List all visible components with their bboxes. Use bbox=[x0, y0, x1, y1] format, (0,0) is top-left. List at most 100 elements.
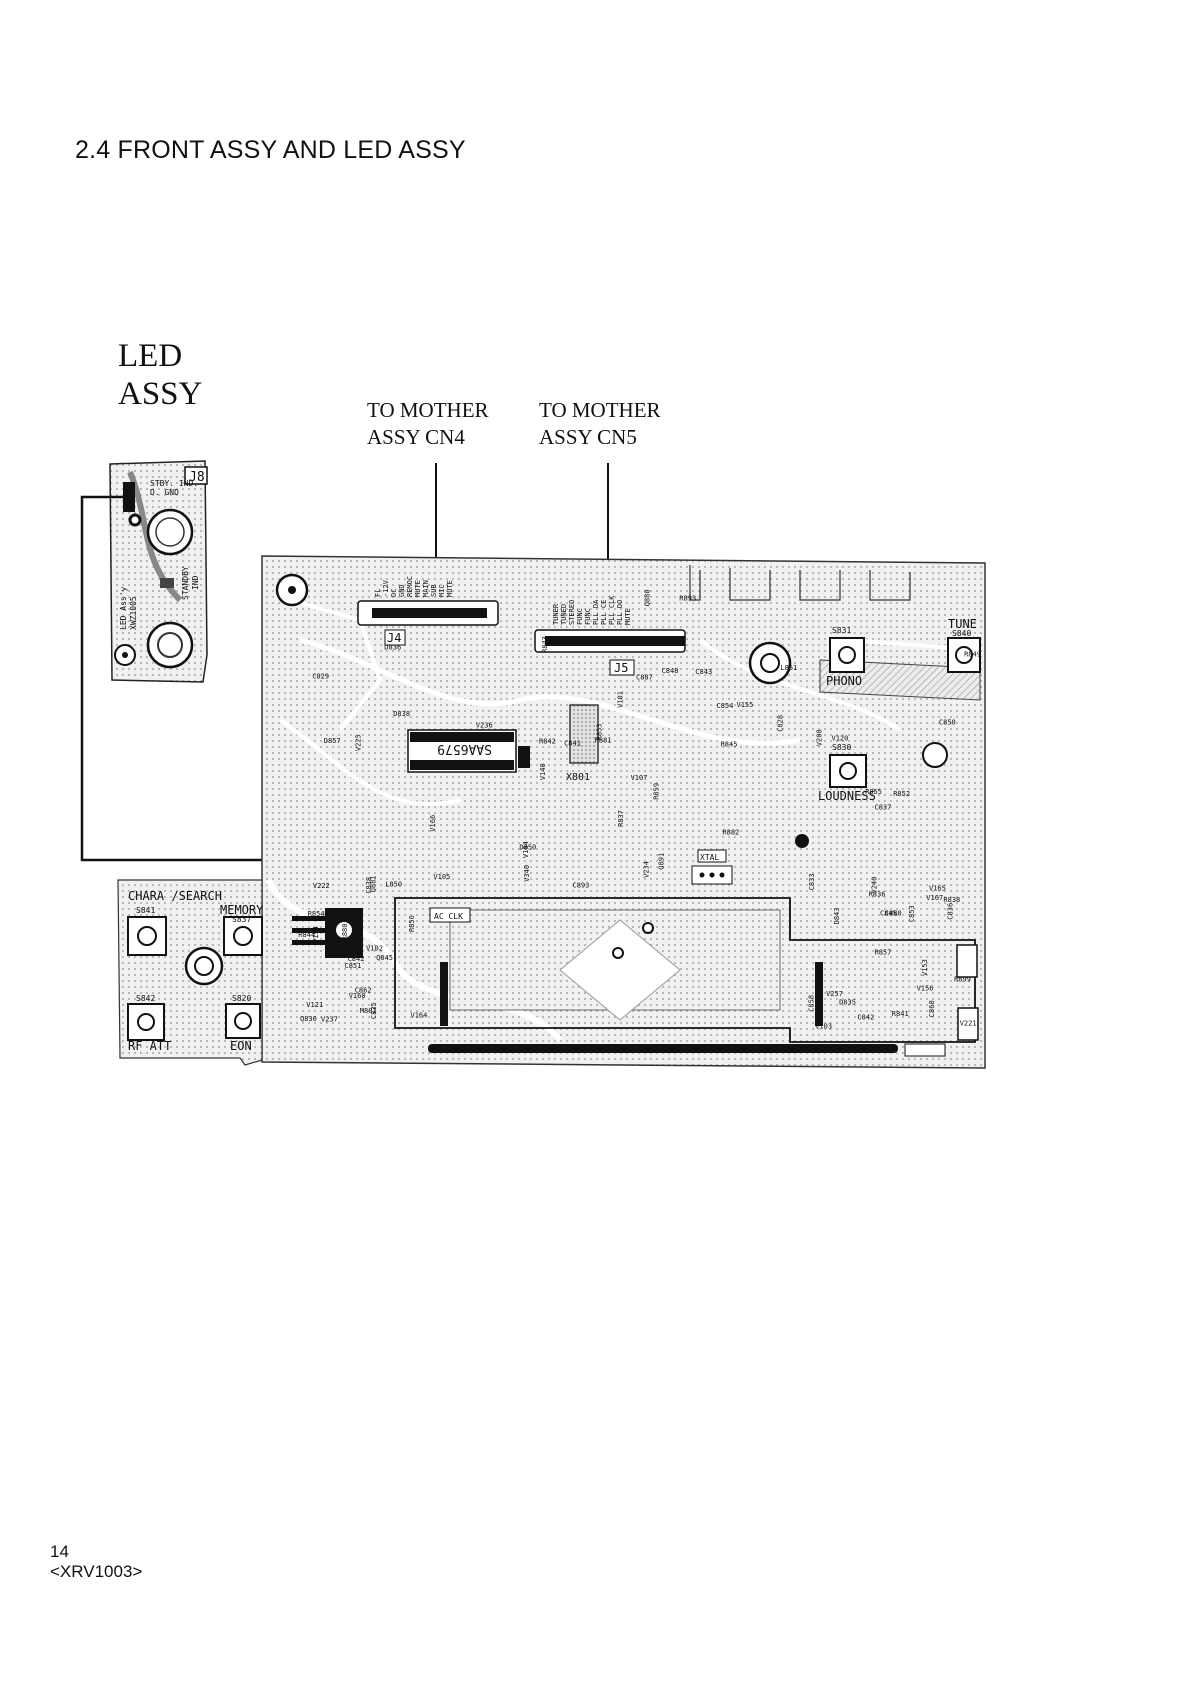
part-label: C893 bbox=[573, 882, 590, 890]
svg-text:-12V: -12V bbox=[382, 579, 390, 597]
led-label-assy: LED Ass'y bbox=[119, 586, 128, 630]
part-label: R844 bbox=[298, 931, 315, 939]
callout-cn4: TO MOTHER ASSY CN4 bbox=[367, 397, 489, 451]
led-assy-title-line2: ASSY bbox=[118, 376, 203, 412]
part-label: V167 bbox=[926, 894, 943, 902]
led-assy-title-line1: LED bbox=[118, 338, 183, 374]
label-loudness: LOUDNESS bbox=[818, 789, 876, 803]
part-label: C833 bbox=[808, 873, 816, 890]
part-label: V107 bbox=[631, 774, 648, 782]
part-reference-labels: V140C848C842C858R881R882Q881C880C887V208… bbox=[298, 589, 981, 1030]
part-label: V153 bbox=[921, 959, 929, 976]
section-heading: 2.4 FRONT ASSY AND LED ASSY bbox=[75, 136, 466, 164]
part-label: D836 bbox=[384, 643, 401, 651]
callout-cn5-line1: TO MOTHER bbox=[539, 398, 661, 422]
svg-text:MUTE: MUTE bbox=[624, 608, 632, 625]
svg-text:PLL CLK: PLL CLK bbox=[608, 595, 616, 625]
cn5-pin-labels: TUNER TUNED STEREO FUNC FUNC PLL DA PLL … bbox=[552, 595, 632, 625]
part-label: V222 bbox=[313, 882, 330, 890]
label-s820: S820 bbox=[232, 994, 251, 1003]
part-label: V164 bbox=[411, 1012, 428, 1020]
led-label-stby: STBY. IND. bbox=[150, 479, 198, 488]
doc-code: <XRV1003> bbox=[50, 1562, 143, 1581]
part-label: R893 bbox=[679, 594, 696, 602]
part-label: R899 bbox=[954, 976, 971, 984]
tact-switches bbox=[127, 637, 981, 1041]
part-label: V340 bbox=[523, 865, 531, 882]
label-s837: S837 bbox=[232, 915, 251, 924]
part-label: C843 bbox=[695, 668, 712, 676]
part-label: C850 bbox=[939, 719, 956, 727]
part-label: C862 bbox=[355, 986, 372, 994]
part-label: R880 bbox=[341, 924, 349, 941]
part-label: C845 bbox=[880, 909, 897, 917]
part-label: C828 bbox=[776, 715, 784, 732]
callout-cn4-line2: ASSY CN4 bbox=[367, 425, 465, 449]
part-label: C887 bbox=[636, 674, 653, 682]
part-label: V140 bbox=[539, 763, 547, 780]
part-label: D850 bbox=[519, 844, 536, 852]
part-label: R837 bbox=[617, 810, 625, 827]
part-label: C854 bbox=[717, 702, 734, 710]
part-label: R841 bbox=[892, 1010, 909, 1018]
led-label-part: XWZ1005 bbox=[129, 596, 138, 630]
label-chara-search: CHARA /SEARCH bbox=[128, 889, 222, 903]
part-label: C880 bbox=[885, 909, 902, 917]
svg-text:MUTE: MUTE bbox=[446, 580, 454, 597]
part-label: C851 bbox=[345, 962, 362, 970]
svg-text:MAIN: MAIN bbox=[422, 580, 430, 597]
xtal-label: XTAL bbox=[700, 853, 719, 862]
part-label: C842 bbox=[857, 1014, 874, 1022]
part-label: C829 bbox=[312, 673, 329, 681]
label-s840: S840 bbox=[952, 629, 971, 638]
part-label: V240 bbox=[871, 877, 879, 894]
svg-text:SUB: SUB bbox=[430, 584, 438, 597]
part-label: R855 bbox=[865, 788, 882, 796]
svg-text:FUNC: FUNC bbox=[584, 608, 592, 625]
part-label: V166 bbox=[429, 815, 437, 832]
ic-saa6579: SAA6579 bbox=[437, 741, 492, 756]
led-label-ind: IND bbox=[191, 575, 200, 590]
part-label: R857 bbox=[875, 948, 892, 956]
page-number: 14 bbox=[50, 1542, 69, 1561]
part-label: C841 bbox=[564, 739, 581, 747]
part-label: R836 bbox=[869, 890, 886, 898]
part-label: C842 bbox=[348, 955, 365, 963]
part-label: V154 bbox=[312, 926, 320, 943]
part-label: V105 bbox=[433, 873, 450, 881]
part-label: V152 bbox=[577, 640, 594, 648]
part-label: R849 bbox=[964, 651, 981, 659]
part-label: V121 bbox=[306, 1001, 323, 1009]
label-tune: TUNE bbox=[948, 617, 977, 631]
part-label: V168 bbox=[324, 912, 341, 920]
callout-cn4-line1: TO MOTHER bbox=[367, 398, 489, 422]
part-label: C835 bbox=[370, 1002, 378, 1019]
part-label: C853 bbox=[908, 905, 916, 922]
part-label: D857 bbox=[324, 737, 341, 745]
part-label: Q830 bbox=[300, 1015, 317, 1023]
part-label: V221 bbox=[960, 1020, 977, 1028]
part-label: V257 bbox=[826, 990, 843, 998]
part-label: V102 bbox=[366, 945, 383, 953]
led-assy-board: J8 STBY. IND. D. GND STANDBY IND LED Ass… bbox=[109, 460, 208, 683]
part-label: R856 bbox=[408, 915, 416, 932]
svg-text:MUTE: MUTE bbox=[414, 580, 422, 597]
cn4-pin-labels: FL -12V DC GND REMOC MUTE MAIN SUB MIC M… bbox=[374, 576, 454, 597]
svg-text:PLL DO: PLL DO bbox=[616, 600, 624, 625]
svg-text:FUNC: FUNC bbox=[576, 608, 584, 625]
part-label: V234 bbox=[643, 861, 651, 878]
label-memory: MEMORY bbox=[220, 903, 264, 917]
svg-text:FL: FL bbox=[374, 589, 382, 597]
callout-cn5-line2: ASSY CN5 bbox=[539, 425, 637, 449]
part-label: R853 bbox=[596, 724, 604, 741]
svg-text:MIC: MIC bbox=[438, 584, 446, 597]
part-label: C838 bbox=[365, 877, 373, 894]
part-label: V165 bbox=[929, 885, 946, 893]
part-label: R882 bbox=[722, 828, 739, 836]
connector-j4: J4 bbox=[387, 631, 401, 645]
label-rf-att: RF ATT bbox=[128, 1039, 171, 1053]
part-label: C836 bbox=[946, 903, 954, 920]
part-label: Q845 bbox=[376, 954, 393, 962]
part-label: D835 bbox=[839, 999, 856, 1007]
